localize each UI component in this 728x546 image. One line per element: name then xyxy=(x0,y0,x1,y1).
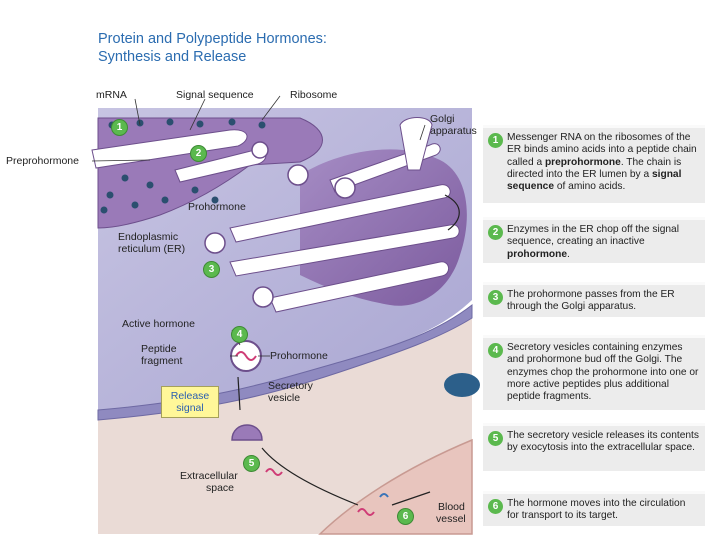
label-extracellular-line-1: Extracellular xyxy=(180,470,238,482)
extracellular-space xyxy=(98,318,472,534)
diagram-step-6-badge: 6 xyxy=(397,508,414,525)
diagram-step-2-badge: 2 xyxy=(190,145,207,162)
golgi-cisternae xyxy=(229,117,460,313)
step-1-term-preprohormone: preprohormone xyxy=(544,156,621,168)
label-er-line-2: reticulum (ER) xyxy=(118,243,186,255)
label-blood-vessel: Blood vessel xyxy=(436,501,476,525)
title-line-2: Synthesis and Release xyxy=(98,49,247,65)
step-4-badge: 4 xyxy=(488,343,503,358)
step-2-text-b: . xyxy=(567,248,570,260)
step-3: 3 The prohormone passes from the ER thro… xyxy=(483,282,705,317)
label-preprohormone: Preprohormone xyxy=(6,155,79,167)
step-1-text-b: . The chain is directed into the ER lume… xyxy=(507,156,682,180)
label-peptide-line-1: Peptide xyxy=(141,343,177,355)
label-blood-line-2: vessel xyxy=(436,513,466,525)
step-2-badge: 2 xyxy=(488,225,503,240)
step-1-term-signal-sequence: signal sequence xyxy=(507,168,682,193)
release-line-2: signal xyxy=(176,402,204,414)
diagram-step-5-badge: 5 xyxy=(243,455,260,472)
step-6-text: The hormone moves into the circulation f… xyxy=(507,498,686,522)
label-er-line-1: Endoplasmic xyxy=(118,231,179,243)
step-1: 1 Messenger RNA on the ribosomes of the … xyxy=(483,125,705,203)
label-extracellular-space: Extracellular space xyxy=(180,470,260,494)
figure-title: Protein and Polypeptide Hormones: Synthe… xyxy=(98,30,418,66)
label-prohormone-er: Prohormone xyxy=(188,201,246,213)
label-golgi-line-1: Golgi xyxy=(430,113,455,125)
step-6: 6 The hormone moves into the circulation… xyxy=(483,491,705,526)
step-5-text: The secretory vesicle releases its conte… xyxy=(507,430,699,454)
label-signal-sequence: Signal sequence xyxy=(176,89,254,101)
step-5-badge: 5 xyxy=(488,431,503,446)
diagram-step-3-badge: 3 xyxy=(203,261,220,278)
er-lumen xyxy=(91,129,248,169)
label-golgi-line-2: apparatus xyxy=(430,125,477,137)
ribosomes xyxy=(100,118,266,214)
step-2: 2 Enzymes in the ER chop off the signal … xyxy=(483,217,705,263)
step-1-text-a: Messenger RNA on the ribosomes of the ER… xyxy=(507,132,697,168)
step-2-term-prohormone: prohormone xyxy=(507,248,567,260)
label-prohormone-vesicle: Prohormone xyxy=(270,350,328,362)
step-4: 4 Secretory vesicles containing enzymes … xyxy=(483,335,705,410)
step-1-badge: 1 xyxy=(488,133,503,148)
release-signal-box: Release signal xyxy=(161,386,219,418)
diagram-step-4-badge: 4 xyxy=(231,326,248,343)
step-6-badge: 6 xyxy=(488,499,503,514)
label-secretory-line-2: vesicle xyxy=(268,392,301,404)
step-3-text: The prohormone passes from the ER throug… xyxy=(507,289,675,313)
label-golgi-apparatus: Golgi apparatus xyxy=(430,113,480,137)
released-hormones xyxy=(265,468,389,516)
blood-cell xyxy=(444,373,480,397)
step-2-text-a: Enzymes in the ER chop off the signal se… xyxy=(507,224,679,248)
label-extracellular-line-2: space xyxy=(206,482,235,494)
step-3-badge: 3 xyxy=(488,290,503,305)
label-mrna: mRNA xyxy=(96,89,127,101)
pathway-arrows xyxy=(237,194,460,506)
exocytosis-vesicle xyxy=(231,424,263,441)
title-line-1: Protein and Polypeptide Hormones: xyxy=(98,31,327,47)
label-er: Endoplasmic reticulum (ER) xyxy=(118,231,218,255)
diagram-step-1-badge: 1 xyxy=(111,119,128,136)
label-active-hormone: Active hormone xyxy=(122,318,195,330)
hormone-chain xyxy=(235,351,257,361)
label-secretory-vesicle: Secretory vesicle xyxy=(268,380,328,404)
step-4-text: Secretory vesicles containing enzymes an… xyxy=(507,342,699,403)
label-blood-line-1: Blood xyxy=(438,501,465,513)
label-ribosome: Ribosome xyxy=(290,89,338,101)
step-5: 5 The secretory vesicle releases its con… xyxy=(483,423,705,471)
label-secretory-line-1: Secretory xyxy=(268,380,313,392)
label-peptide-line-2: fragment xyxy=(141,355,183,367)
transport-vesicles xyxy=(204,141,356,308)
release-line-1: Release xyxy=(170,390,210,402)
label-peptide-fragment: Peptide fragment xyxy=(141,343,211,367)
step-1-text-c: of amino acids. xyxy=(554,181,626,193)
plasma-membrane xyxy=(97,303,473,421)
